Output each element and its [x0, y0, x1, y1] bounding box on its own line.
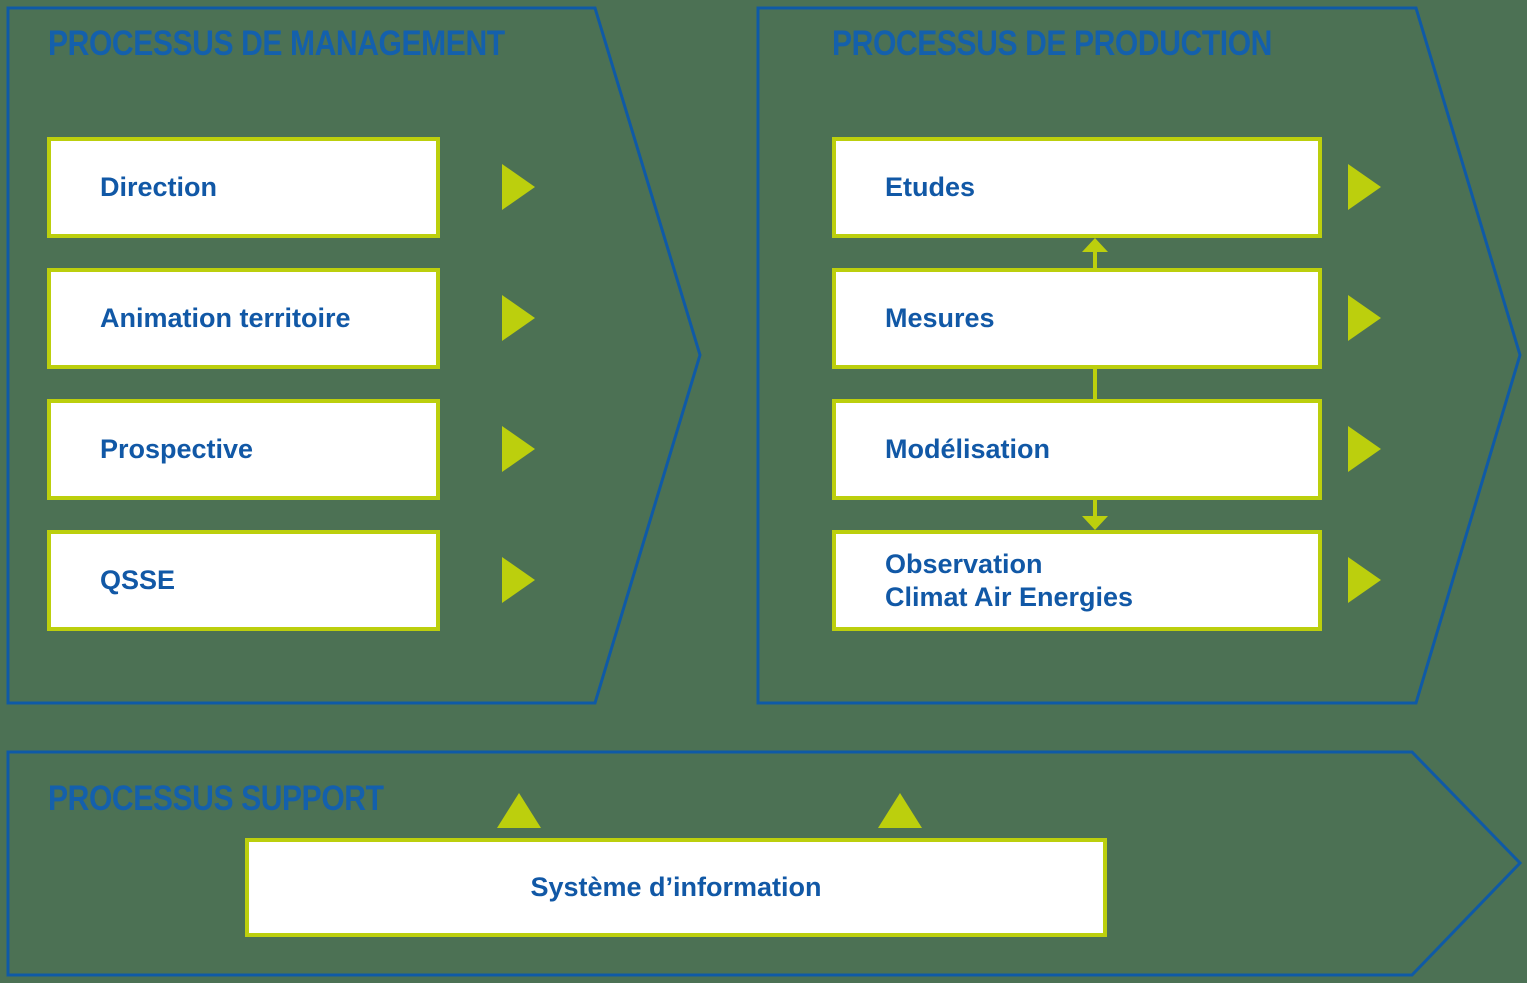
chevron-right-icon [502, 557, 535, 603]
box-direction-label: Direction [100, 172, 218, 203]
box-prospective-label: Prospective [100, 434, 254, 465]
box-etudes-label: Etudes [885, 172, 976, 203]
chevron-right-icon [1348, 164, 1381, 210]
arrow-down-icon [1082, 516, 1108, 530]
chevron-right-icon [1348, 426, 1381, 472]
production-panel-title: PROCESSUS DE PRODUCTION [832, 24, 1272, 63]
box-systeme-information-label: Système d’information [530, 872, 822, 903]
arrow-up-icon [878, 793, 922, 828]
box-observation-label-line1: Observation [885, 548, 1043, 579]
connector-line [1093, 250, 1097, 268]
box-etudes: Etudes [832, 137, 1322, 238]
box-modelisation-label: Modélisation [885, 434, 1051, 465]
chevron-right-icon [502, 426, 535, 472]
box-observation-label-line2: Climat Air Energies [885, 581, 1134, 612]
arrow-up-icon [1082, 238, 1108, 252]
production-panel-outline [756, 6, 1522, 705]
box-qsse: QSSE [47, 530, 440, 631]
arrow-up-icon [497, 793, 541, 828]
box-mesures-label: Mesures [885, 303, 995, 334]
management-panel-title: PROCESSUS DE MANAGEMENT [48, 24, 505, 63]
management-panel-outline [6, 6, 702, 705]
connector-line [1093, 500, 1097, 517]
chevron-right-icon [1348, 557, 1381, 603]
connector-line [1093, 369, 1097, 399]
box-observation-climat-air-energies: Observation Climat Air Energies [832, 530, 1322, 631]
chevron-right-icon [1348, 295, 1381, 341]
box-prospective: Prospective [47, 399, 440, 500]
box-animation-territoire: Animation territoire [47, 268, 440, 369]
box-observation-label-stack: Observation Climat Air Energies [836, 548, 1133, 614]
support-panel-title: PROCESSUS SUPPORT [48, 779, 384, 818]
box-qsse-label: QSSE [100, 565, 176, 596]
box-systeme-information: Système d’information [245, 838, 1107, 937]
chevron-right-icon [502, 295, 535, 341]
support-panel-outline [6, 750, 1523, 977]
box-direction: Direction [47, 137, 440, 238]
box-modelisation: Modélisation [832, 399, 1322, 500]
box-animation-territoire-label: Animation territoire [100, 303, 351, 334]
chevron-right-icon [502, 164, 535, 210]
box-mesures: Mesures [832, 268, 1322, 369]
